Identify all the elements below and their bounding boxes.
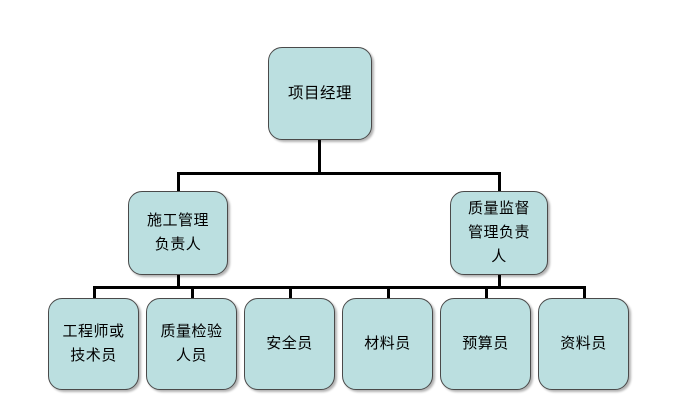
node-safety-officer[interactable]: 安全员 [244,298,335,390]
connector-level3-drop-6 [583,286,586,300]
node-material-officer[interactable]: 材料员 [342,298,433,390]
node-construction-management-lead[interactable]: 施工管理 负责人 [128,191,228,275]
node-budget-officer[interactable]: 预算员 [440,298,531,390]
node-label-quality-supervision-lead: 质量监督 管理负责 人 [467,201,530,265]
connector-level2-bus [177,172,501,175]
connector-level2-drop-right [498,172,501,193]
node-label-construction-management-lead: 施工管理 负责人 [146,213,209,253]
connector-level3-drop-5 [485,286,488,300]
connector-root-stem [318,140,321,174]
node-label-engineer-or-technician: 工程师或 技术员 [62,324,125,364]
connector-level3-drop-3 [289,286,292,300]
node-label-budget-officer: 预算员 [462,336,509,352]
connector-level2-drop-left [177,172,180,193]
connector-level3-drop-2 [191,286,194,300]
node-label-project-manager: 项目经理 [287,84,352,102]
node-label-safety-officer: 安全员 [266,336,313,352]
node-label-document-officer: 资料员 [560,336,607,352]
node-label-quality-inspector: 质量检验 人员 [160,324,223,364]
node-quality-supervision-lead[interactable]: 质量监督 管理负责 人 [450,191,548,275]
node-engineer-or-technician[interactable]: 工程师或 技术员 [48,298,139,390]
node-document-officer[interactable]: 资料员 [538,298,629,390]
connector-level3-drop-4 [387,286,390,300]
connector-level3-stem-left [177,275,180,289]
node-label-material-officer: 材料员 [364,336,411,352]
connector-level3-drop-1 [93,286,96,300]
node-quality-inspector[interactable]: 质量检验 人员 [146,298,237,390]
connector-level3-stem-right [498,275,501,289]
connector-level3-bus [93,286,585,289]
node-project-manager[interactable]: 项目经理 [268,47,372,140]
